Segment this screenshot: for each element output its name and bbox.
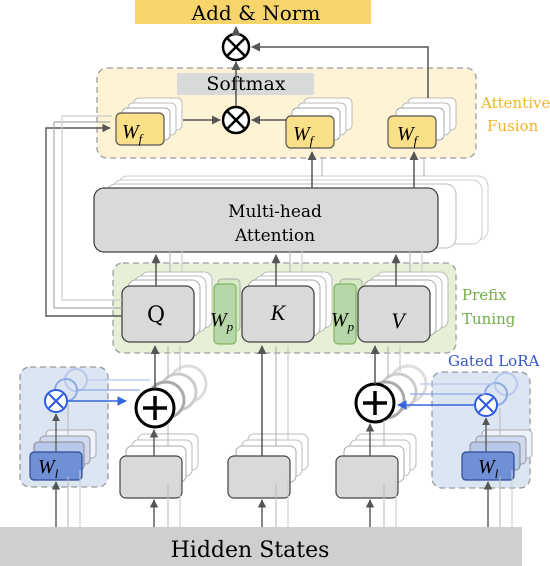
plus-circle-left	[134, 364, 208, 429]
fusion-multiply-circle	[221, 105, 251, 135]
input-box-left	[119, 433, 199, 499]
output-multiply-circle	[221, 32, 251, 62]
mha-block: Multi-head Attention	[93, 175, 489, 253]
lora-left-gate-multiply	[44, 389, 68, 413]
prefix-label-2: Tuning	[462, 310, 516, 328]
softmax-label: Softmax	[206, 73, 285, 95]
wf-middle-label: Wf	[293, 123, 316, 148]
lora-right-region: Gated LoRA Wl	[431, 352, 539, 489]
wl-right-label: Wl	[478, 456, 499, 481]
wf-stack-left: Wf	[115, 97, 183, 146]
wf-stack-middle: Wf	[285, 97, 353, 149]
wp-left: Wp	[210, 278, 241, 345]
softmax-block: Softmax	[177, 73, 314, 95]
wp-left-label: Wp	[210, 309, 234, 334]
mha-label-1: Multi-head	[228, 202, 322, 222]
arrow-q-to-wf-left	[45, 123, 122, 317]
wl-left-label: Wl	[38, 456, 59, 481]
lora-right-gate-multiply	[474, 393, 498, 417]
v-label: V	[391, 308, 407, 333]
v-stack: V	[357, 271, 449, 343]
wp-right-label: Wp	[331, 309, 355, 334]
wf-left-label: Wf	[122, 121, 145, 146]
plus-circle-right	[354, 364, 428, 424]
attentive-fusion-label-1: Attentive	[480, 94, 550, 112]
q-label: Q	[147, 303, 165, 328]
k-stack: K	[241, 271, 333, 343]
hidden-state-input-arrows	[51, 470, 513, 527]
input-box-middle	[227, 433, 309, 499]
k-label: K	[270, 300, 287, 325]
arrow-wf-right-to-output	[251, 42, 429, 98]
q-stack: Q	[121, 271, 213, 343]
attentive-fusion-label-2: Fusion	[487, 117, 539, 135]
gated-lora-label: Gated LoRA	[448, 352, 539, 370]
add-norm-block: Add & Norm	[135, 0, 371, 25]
input-box-right	[335, 433, 417, 499]
wp-right: Wp	[331, 278, 363, 345]
lora-left-region: Wl	[19, 366, 109, 488]
hidden-states-block: Hidden States	[0, 527, 522, 566]
wf-stack-right: Wf	[387, 97, 457, 149]
add-norm-label: Add & Norm	[191, 1, 321, 25]
mha-label-2: Attention	[234, 226, 315, 246]
hidden-states-label: Hidden States	[171, 538, 330, 563]
wf-right-label: Wf	[397, 123, 420, 148]
prefix-label-1: Prefix	[462, 286, 507, 304]
